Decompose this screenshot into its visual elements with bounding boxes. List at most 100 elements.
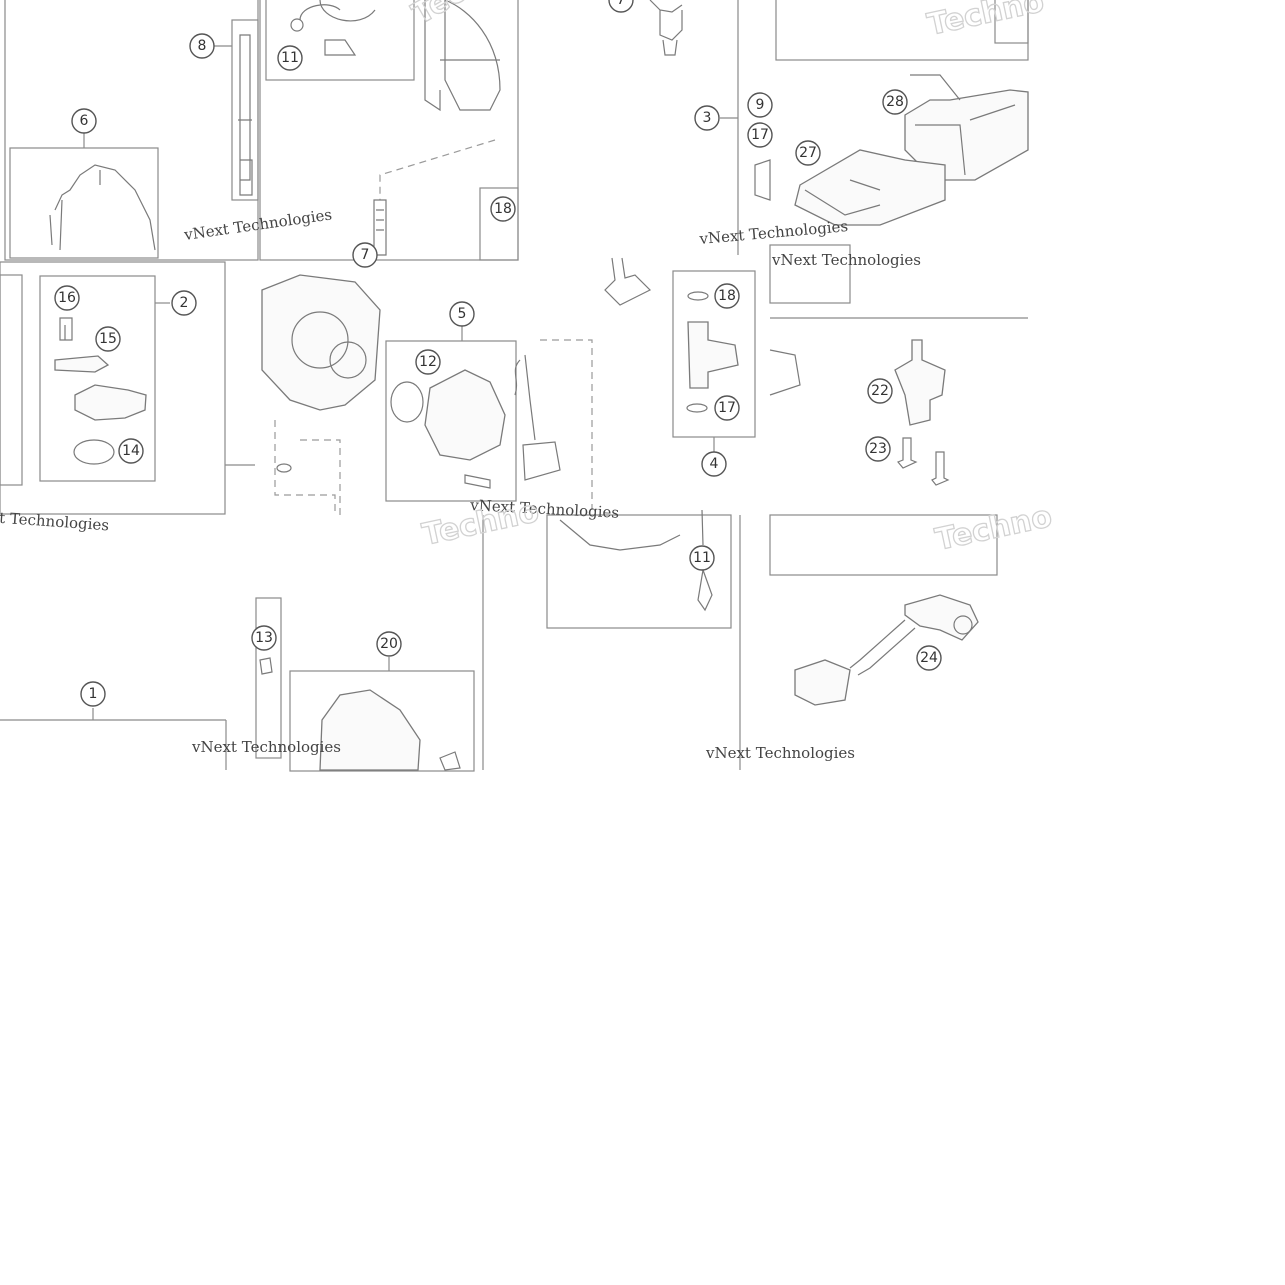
- callout-14: 14: [118, 438, 144, 464]
- sensor-part: [299, 0, 376, 56]
- callout-9: 9: [747, 92, 773, 118]
- injector-upper-part: [649, 0, 683, 56]
- svg-text:22: 22: [871, 383, 889, 399]
- svg-text:4: 4: [710, 456, 719, 472]
- group-box-5: [385, 340, 517, 502]
- callout-22: 22: [867, 378, 893, 404]
- watermark-brand: vNext Technologies: [771, 251, 921, 269]
- injector-tip-part: [604, 257, 652, 306]
- sensor-bracket-24: [904, 594, 979, 641]
- svg-text:27: 27: [799, 145, 817, 161]
- watermark-techno: Techno: [407, 0, 527, 32]
- sensor-cable-24: [849, 619, 916, 676]
- throttle-body-main: [261, 274, 381, 411]
- group-box-6: [9, 147, 159, 259]
- tile-top-right-mid: [649, 0, 771, 255]
- watermark-techno: Techno: [932, 499, 1055, 558]
- callout-15: 15: [95, 326, 121, 352]
- tile-top-left: [4, 0, 259, 261]
- svg-text:1: 1: [89, 686, 98, 702]
- callout-7: 7: [352, 242, 378, 268]
- svg-text:16: 16: [58, 290, 76, 306]
- watermark-brand: vNext Technologies: [0, 506, 110, 534]
- watermark-brand: vNext Technologies: [705, 744, 855, 762]
- svg-text:5: 5: [458, 306, 467, 322]
- callouts: 6 8 11 18 7 7 3 9 17 28 27 16 15 2 14 5 …: [54, 0, 942, 707]
- bolt-16: [59, 317, 73, 341]
- tile-frame: [259, 0, 519, 261]
- o-ring-14: [73, 439, 115, 465]
- svg-text:6: 6: [80, 113, 89, 129]
- callout-7: 7: [608, 0, 634, 13]
- callout-5: 5: [449, 301, 475, 327]
- group-box-18-top: [479, 187, 519, 261]
- sensor-connector-24: [794, 659, 851, 706]
- callout-13: 13: [251, 625, 277, 651]
- watermark-brand: vNext Technologies: [698, 217, 849, 248]
- svg-text:23: 23: [869, 441, 887, 457]
- callout-3: 3: [694, 105, 720, 131]
- injector-body-mid: [514, 354, 561, 481]
- tile-mid-left: [0, 261, 255, 515]
- callout-6: 6: [71, 108, 97, 134]
- watermark-brand: vNext Technologies: [191, 738, 341, 756]
- seal-17: [686, 403, 708, 413]
- tile-bottom-mid: [289, 509, 741, 772]
- sensor-part-14: [74, 384, 147, 421]
- svg-text:18: 18: [494, 201, 512, 217]
- group-box-2: [39, 275, 156, 482]
- watermark-techno: Techno: [924, 0, 1047, 43]
- callout-18: 18: [714, 283, 740, 309]
- callout-8: 8: [189, 33, 215, 59]
- group-box-11-top: [265, 0, 415, 81]
- callout-24: 24: [916, 645, 942, 671]
- seal-18: [687, 291, 709, 301]
- callout-11: 11: [689, 545, 715, 571]
- tile-top-right: [769, 0, 1029, 304]
- map-sensor-22: [894, 339, 946, 426]
- tile-mid-center: [261, 274, 561, 515]
- callout-11: 11: [277, 45, 303, 71]
- svg-text:13: 13: [255, 630, 273, 646]
- svg-text:15: 15: [99, 331, 117, 347]
- svg-text:24: 24: [920, 650, 938, 666]
- svg-text:2: 2: [180, 295, 189, 311]
- svg-text:17: 17: [751, 127, 769, 143]
- svg-text:7: 7: [617, 0, 626, 8]
- tps-sensor-12: [424, 369, 506, 461]
- o-ring-12: [390, 381, 424, 423]
- throttle-body-upper: [424, 0, 501, 112]
- callout-23: 23: [865, 436, 891, 462]
- tile-mid-right: [540, 257, 1028, 510]
- callout-20: 20: [376, 631, 402, 657]
- spark-part: [373, 199, 387, 256]
- svg-text:3: 3: [703, 110, 712, 126]
- injector-part-4: [687, 321, 739, 389]
- callout-18: 18: [490, 196, 516, 222]
- svg-text:8: 8: [198, 38, 207, 54]
- callout-4: 4: [701, 451, 727, 477]
- group-box-8: [231, 19, 259, 201]
- svg-text:20: 20: [380, 636, 398, 652]
- callout-16: 16: [54, 285, 80, 311]
- callout-17: 17: [714, 395, 740, 421]
- callout-28: 28: [882, 89, 908, 115]
- group-box-20: [289, 670, 475, 772]
- bracket-15: [54, 355, 110, 373]
- svg-text:12: 12: [419, 354, 437, 370]
- callout-1: 1: [80, 681, 106, 707]
- group-box-11-bottom: [546, 514, 732, 629]
- svg-text:7: 7: [361, 247, 370, 263]
- callout-27: 27: [795, 140, 821, 166]
- svg-text:11: 11: [281, 50, 299, 66]
- tile-bottom-left: [0, 597, 282, 770]
- throttle-body-part: [54, 164, 156, 251]
- tile-top-mid: [259, 0, 519, 261]
- svg-text:11: 11: [693, 550, 711, 566]
- svg-text:9: 9: [756, 97, 765, 113]
- callout-12: 12: [415, 349, 441, 375]
- throttle-sensor-20: [319, 689, 421, 771]
- tile-bottom-right: [769, 514, 998, 706]
- injector-part: [238, 34, 253, 196]
